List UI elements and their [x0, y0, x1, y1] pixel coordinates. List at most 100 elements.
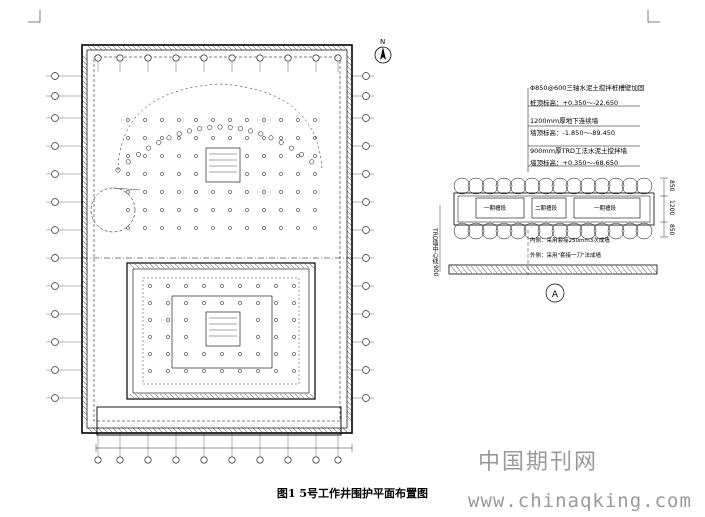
column-pile: [126, 208, 130, 212]
hatch-stroke: [346, 305, 352, 311]
column-pile: [202, 369, 206, 373]
hatch-stroke: [224, 263, 230, 269]
axis-bubble-right: [362, 72, 370, 80]
arc-pile: [125, 159, 131, 165]
hatch-stroke: [224, 393, 230, 399]
hatch-stroke: [82, 400, 88, 406]
hatch-stroke: [169, 393, 175, 399]
arc-pile: [197, 126, 203, 132]
column-pile: [202, 284, 206, 288]
trd-hatch-stroke: [615, 265, 623, 274]
hatch-stroke: [82, 90, 88, 96]
hatch-stroke: [327, 427, 333, 433]
column-pile: [160, 172, 164, 176]
hatch-stroke: [82, 145, 88, 151]
hatch-stroke: [157, 427, 163, 433]
column-pile: [194, 208, 198, 212]
column-pile: [166, 369, 170, 373]
hatch-stroke: [82, 270, 88, 276]
hatch-stroke: [257, 427, 263, 433]
column-pile: [296, 172, 300, 176]
hatch-stroke: [269, 393, 275, 399]
trd-hatch-stroke: [515, 265, 523, 274]
legend-line-4: 墙顶标高：-1.850～-89.450: [530, 129, 616, 137]
hatch-stroke: [82, 180, 88, 186]
hatch-stroke: [149, 393, 155, 399]
axis-bubble-left: [51, 254, 59, 262]
hatch-stroke: [202, 45, 208, 51]
hatch-stroke: [212, 45, 218, 51]
hatch-stroke: [346, 385, 352, 391]
column-pile: [160, 190, 164, 194]
hatch-stroke: [346, 105, 352, 111]
mixing-pile-bottom: [453, 222, 471, 240]
hatch-stroke: [287, 45, 293, 51]
detail-callout-leader: [112, 187, 141, 191]
mixing-pile-bottom: [537, 222, 555, 240]
hatch-stroke: [279, 393, 285, 399]
hatch-stroke: [299, 393, 305, 399]
hatch-stroke: [234, 263, 240, 269]
hatch-stroke: [82, 340, 88, 346]
axis-bubble-top: [172, 54, 180, 62]
trd-hatch-stroke: [510, 265, 518, 274]
hatch-stroke: [346, 175, 352, 181]
column-pile: [296, 118, 300, 122]
watermark-chinese: 中国期刊网: [478, 450, 599, 475]
hatch-stroke: [139, 263, 145, 269]
hatch-stroke: [82, 380, 88, 386]
column-pile: [256, 318, 260, 322]
hatch-stroke: [82, 375, 88, 381]
hatch-stroke: [152, 45, 158, 51]
hatch-stroke: [87, 427, 93, 433]
arc-pile: [146, 145, 152, 151]
trd-hatch-stroke: [595, 265, 603, 274]
hatch-stroke: [209, 263, 215, 269]
axis-bubble-left: [51, 72, 59, 80]
hatch-stroke: [82, 125, 88, 131]
hatch-stroke: [207, 45, 213, 51]
hatch-stroke: [82, 215, 88, 221]
hatch-stroke: [82, 185, 88, 191]
column-pile: [296, 190, 300, 194]
column-pile: [160, 226, 164, 230]
hatch-stroke: [82, 320, 88, 326]
column-pile: [262, 118, 266, 122]
hatch-stroke: [346, 160, 352, 166]
mixing-pile-bottom: [509, 222, 527, 240]
axis-bubble-right: [362, 170, 370, 178]
hatch-stroke: [252, 427, 258, 433]
hatch-stroke: [159, 393, 165, 399]
hatch-stroke: [82, 130, 88, 136]
hatch-stroke: [229, 263, 235, 269]
hatch-stroke: [127, 45, 133, 51]
axis-bubble-right: [362, 198, 370, 206]
hatch-stroke: [346, 260, 352, 266]
hatch-stroke: [262, 45, 268, 51]
mixing-pile-top: [523, 177, 541, 195]
axis-bubble-top: [116, 54, 124, 62]
column-pile: [279, 226, 283, 230]
column-pile: [228, 208, 232, 212]
axis-bubble-right: [362, 282, 370, 290]
arc-pile: [135, 152, 141, 157]
column-pile: [238, 301, 242, 305]
hatch-stroke: [134, 263, 140, 269]
column-pile: [296, 136, 300, 140]
column-pile: [160, 208, 164, 212]
hatch-stroke: [82, 235, 88, 241]
hatch-stroke: [82, 230, 88, 236]
hatch-stroke: [292, 427, 298, 433]
column-pile: [202, 301, 206, 305]
mixing-pile-top: [579, 177, 597, 195]
hatch-stroke: [82, 115, 88, 121]
hatch-stroke: [169, 263, 175, 269]
hatch-stroke: [346, 235, 352, 241]
hatch-stroke: [346, 240, 352, 246]
arc-pile: [217, 124, 223, 130]
hatch-stroke: [182, 45, 188, 51]
hatch-stroke: [312, 427, 318, 433]
axis-bubble-top: [334, 54, 342, 62]
hatch-stroke: [167, 45, 173, 51]
hatch-stroke: [184, 263, 190, 269]
